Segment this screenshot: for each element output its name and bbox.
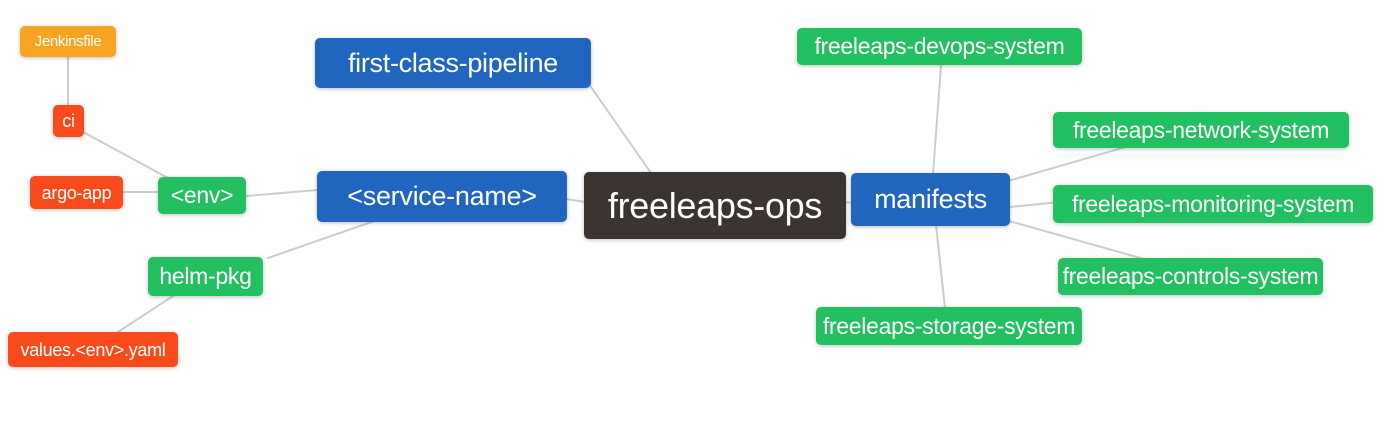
edge-manifests-monitoring-system <box>1009 201 1061 208</box>
edge-pipeline-freeleaps-ops <box>590 86 652 174</box>
node-freeleaps-devops-system[interactable]: freeleaps-devops-system <box>797 28 1082 65</box>
edge-values-helm-pkg <box>117 295 174 333</box>
node-manifests[interactable]: manifests <box>851 173 1010 226</box>
node-freeleaps-ops[interactable]: freeleaps-ops <box>584 172 846 239</box>
edge-service-freeleaps-ops <box>565 198 586 203</box>
edge-manifests-storage-system <box>935 224 946 309</box>
edge-helm-pkg-service-name <box>267 218 381 259</box>
node-ci[interactable]: ci <box>53 105 84 137</box>
node-env[interactable]: <env> <box>158 177 246 214</box>
node-first-class-pipeline[interactable]: first-class-pipeline <box>315 38 591 88</box>
node-argo-app[interactable]: argo-app <box>30 176 123 209</box>
node-jenkinsfile[interactable]: Jenkinsfile <box>20 26 116 57</box>
node-freeleaps-monitoring-system[interactable]: freeleaps-monitoring-system <box>1053 185 1373 223</box>
node-freeleaps-controls-system[interactable]: freeleaps-controls-system <box>1058 258 1323 295</box>
node-freeleaps-network-system[interactable]: freeleaps-network-system <box>1053 112 1349 148</box>
node-service-name[interactable]: <service-name> <box>317 171 567 222</box>
node-values-env-yaml[interactable]: values.<env>.yaml <box>8 332 178 367</box>
node-helm-pkg[interactable]: helm-pkg <box>148 257 263 296</box>
edge-ci-env <box>84 132 169 179</box>
edge-manifests-devops-system <box>932 65 942 175</box>
edge-freeleaps-ops-manifests <box>844 201 853 204</box>
edge-env-service-name <box>245 189 318 197</box>
node-freeleaps-storage-system[interactable]: freeleaps-storage-system <box>816 307 1082 345</box>
